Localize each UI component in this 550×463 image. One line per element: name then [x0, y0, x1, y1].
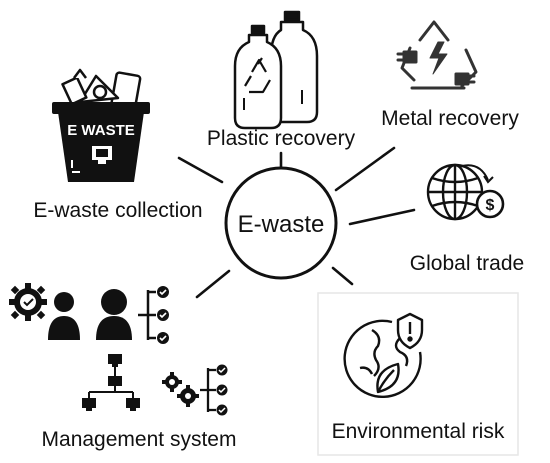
center-circle	[224, 166, 338, 280]
management-org-icon	[9, 283, 228, 416]
center-label: E-waste	[238, 211, 325, 238]
label-plastic-recovery: Plastic recovery	[207, 127, 356, 150]
label-environmental-risk: Environmental risk	[332, 420, 505, 443]
label-metal-recovery: Metal recovery	[381, 107, 519, 130]
environmental-risk-frame	[317, 292, 519, 456]
plastic-bottles-recycle-icon	[233, 10, 319, 130]
label-global-trade: Global trade	[410, 252, 524, 275]
connector-collection	[177, 156, 224, 184]
connector-environment	[331, 266, 354, 286]
connector-trade	[348, 208, 416, 226]
connector-metal	[334, 146, 396, 192]
recycle-plug-icon	[396, 20, 478, 90]
bin-text: E WASTE	[67, 122, 135, 139]
earth-risk-icon	[343, 312, 424, 398]
ewaste-bin-icon	[52, 68, 150, 182]
dollar-symbol: $	[486, 197, 495, 214]
connector-management	[195, 269, 231, 299]
label-ewaste-collection: E-waste collection	[33, 199, 202, 222]
globe-dollar-icon	[426, 163, 505, 221]
label-management-system: Management system	[42, 428, 237, 451]
